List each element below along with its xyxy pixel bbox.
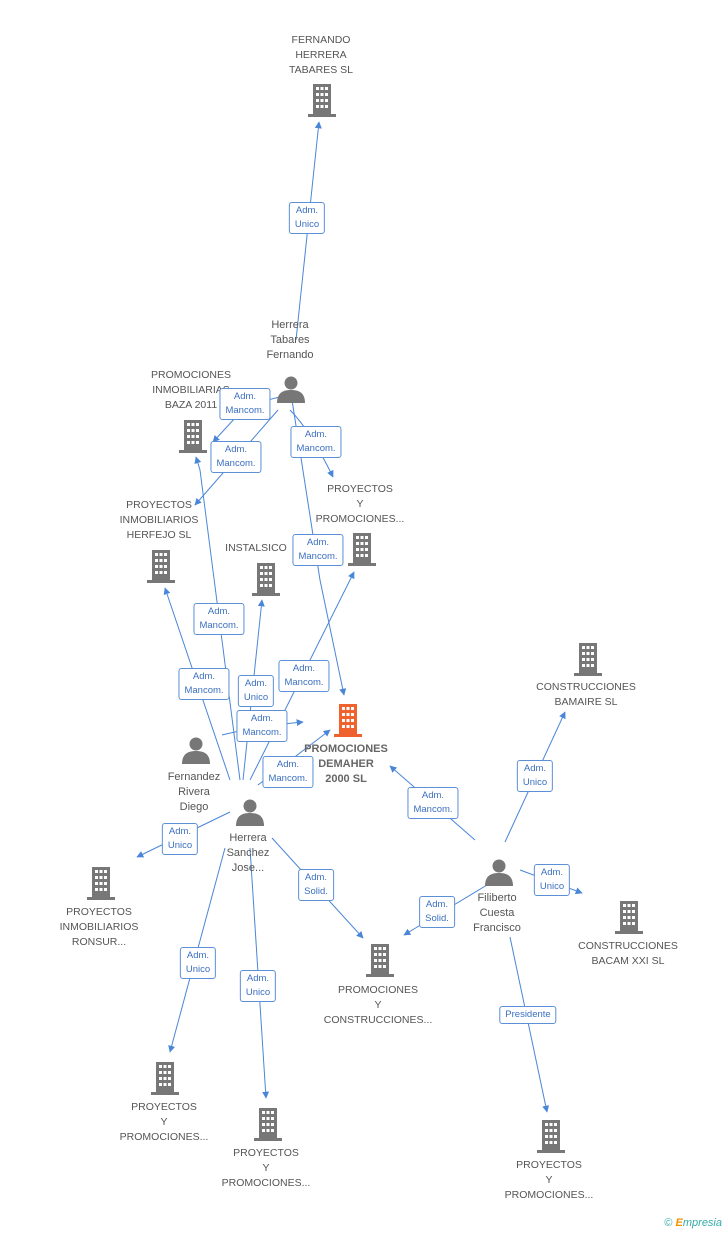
company-node-label[interactable]: CONSTRUCCIONES BACAM XXI SL — [578, 940, 678, 967]
edge-label: Adm. Mancom. — [178, 668, 230, 700]
building-icon — [308, 84, 336, 117]
building-icon — [615, 901, 643, 934]
edge-label: Adm. Unico — [179, 947, 217, 979]
edge-label: Adm. Unico — [288, 202, 326, 234]
company-node-label[interactable]: CONSTRUCCIONES BAMAIRE SL — [536, 681, 636, 708]
edge-label: Adm. Mancom. — [407, 787, 459, 819]
building-icon — [334, 704, 362, 737]
edge-label: Adm. Unico — [161, 823, 199, 855]
company-node-label[interactable]: PROMOCIONES INMOBILIARIAS BAZA 2011 — [151, 369, 231, 411]
building-icon — [537, 1120, 565, 1153]
building-icon — [179, 420, 207, 453]
company-node-label[interactable]: PROMOCIONES Y CONSTRUCCIONES... — [323, 984, 433, 1026]
building-icon — [366, 944, 394, 977]
footer-brand[interactable]: © Empresia — [664, 1217, 722, 1229]
person-node-label[interactable]: Herrera Sanchez Jose... — [226, 832, 270, 874]
copyright-symbol: © — [664, 1217, 673, 1229]
building-icon — [151, 1062, 179, 1095]
edge-line — [291, 399, 347, 696]
company-node-label[interactable]: PROYECTOS Y PROMOCIONES... — [504, 1159, 594, 1201]
edge-label: Adm. Mancom. — [262, 756, 314, 788]
person-node-label[interactable]: Fernandez Rivera Diego — [167, 771, 221, 813]
building-icon — [574, 643, 602, 676]
building-icon — [254, 1108, 282, 1141]
edge-label: Adm. Mancom. — [193, 603, 245, 635]
company-node-label[interactable]: PROYECTOS Y PROMOCIONES... — [221, 1147, 311, 1189]
edge-label: Adm. Unico — [237, 675, 275, 707]
company-node-label[interactable]: PROYECTOS INMOBILIARIOS RONSUR... — [59, 906, 139, 948]
company-node-label[interactable]: INSTALSICO — [225, 542, 287, 554]
person-icon — [277, 376, 305, 403]
building-icon — [87, 867, 115, 900]
edge-label: Adm. Mancom. — [236, 710, 288, 742]
brand-name: mpresia — [682, 1217, 722, 1229]
edge-label: Adm. Unico — [516, 760, 554, 792]
person-node-label[interactable]: Herrera Tabares Fernando — [266, 319, 314, 361]
edge-label: Adm. Unico — [533, 864, 571, 896]
edge-label: Adm. Mancom. — [278, 660, 330, 692]
edge-label: Adm. Solid. — [298, 869, 334, 901]
main-company-label[interactable]: PROMOCIONES DEMAHER 2000 SL — [304, 743, 388, 785]
person-icon — [485, 859, 513, 886]
company-node-label[interactable]: PROYECTOS INMOBILIARIOS HERFEJO SL — [119, 499, 199, 541]
edge-label: Presidente — [499, 1006, 557, 1024]
edge-label: Adm. Mancom. — [219, 388, 271, 420]
edge-label: Adm. Mancom. — [292, 534, 344, 566]
company-node-label[interactable]: FERNANDO HERRERA TABARES SL — [289, 34, 353, 76]
person-icon — [182, 737, 210, 764]
company-node-label[interactable]: PROYECTOS Y PROMOCIONES... — [119, 1101, 209, 1143]
building-icon — [348, 533, 376, 566]
edge-line — [509, 936, 550, 1113]
edge-label: Adm. Mancom. — [290, 426, 342, 458]
building-icon — [147, 550, 175, 583]
person-node-label[interactable]: Filiberto Cuesta Francisco — [473, 892, 521, 934]
edge-label: Adm. Solid. — [419, 896, 455, 928]
brand-logo-initial: E — [675, 1217, 683, 1229]
building-icon — [252, 563, 280, 596]
edge-label: Adm. Mancom. — [210, 441, 262, 473]
company-node-label[interactable]: PROYECTOS Y PROMOCIONES... — [315, 483, 405, 525]
edge-label: Adm. Unico — [239, 970, 277, 1002]
